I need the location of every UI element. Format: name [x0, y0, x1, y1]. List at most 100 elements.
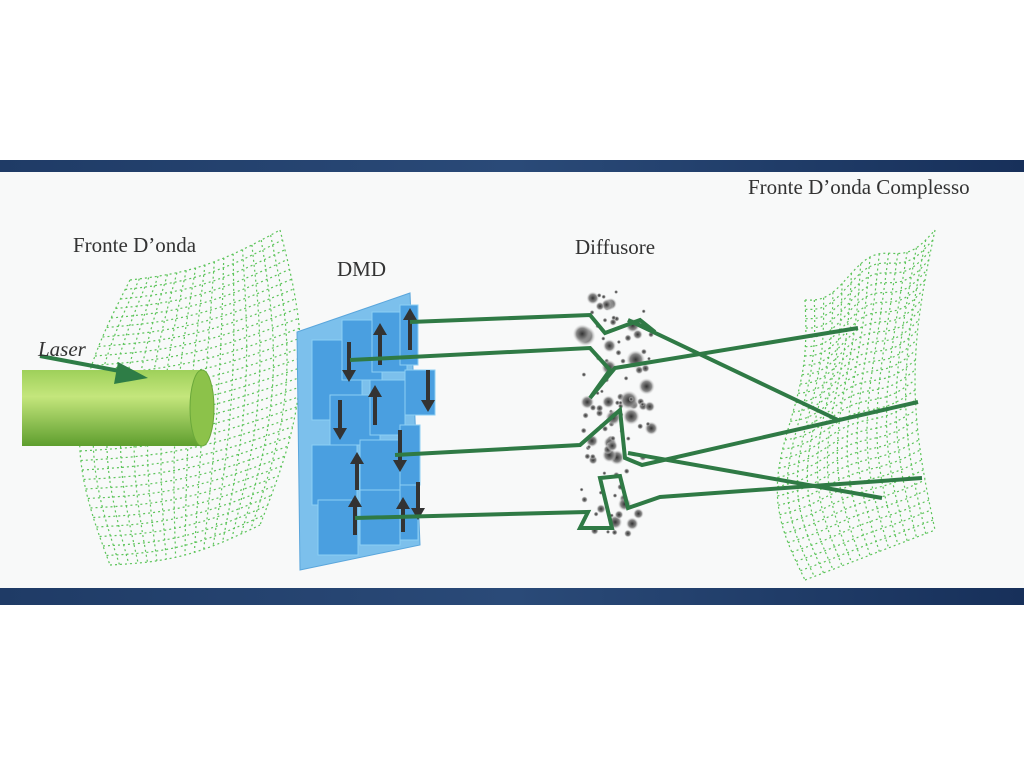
arrow-up-icon — [348, 495, 362, 535]
diffuser-particle — [632, 329, 643, 340]
arrow-up-icon — [368, 385, 382, 425]
diffuser-particle — [602, 317, 608, 323]
mesh-line — [125, 239, 283, 291]
light-path — [394, 400, 919, 468]
mesh-line — [93, 475, 279, 519]
diffuser-particle — [614, 400, 621, 406]
diffuser-particle — [637, 423, 644, 430]
diffuser-particle — [623, 468, 630, 475]
mesh-line — [231, 244, 261, 539]
mesh-line — [798, 329, 919, 394]
light-paths — [349, 312, 923, 530]
diffuser-particle — [581, 496, 588, 503]
mesh-line — [777, 419, 918, 478]
mesh-line — [106, 514, 265, 557]
diffuser-particle — [581, 372, 587, 377]
diffuser-particle — [614, 290, 619, 294]
diffuser-particle — [616, 339, 622, 345]
mesh-line — [212, 253, 235, 546]
diffuser-particle — [606, 440, 618, 452]
diffuser-particle — [620, 358, 626, 364]
mesh-line — [102, 288, 294, 338]
light-path — [354, 473, 923, 530]
diffuser-particle — [580, 427, 587, 434]
mesh-line — [102, 504, 268, 547]
light-path — [349, 326, 859, 400]
diffuser-particle — [602, 471, 607, 476]
mesh-line — [776, 299, 807, 581]
diffuser-particle — [589, 404, 597, 412]
diffuser-particle — [610, 435, 616, 442]
mesh-line — [778, 409, 917, 469]
diffuser-label: Diffusore — [575, 235, 655, 259]
mesh-line — [791, 499, 930, 553]
diffuser-particle — [624, 529, 632, 538]
arrow-down-icon — [411, 482, 425, 520]
mesh-line — [259, 229, 302, 526]
mesh-line — [795, 509, 932, 562]
diffuser-particle — [595, 301, 605, 311]
diffuser-particle — [596, 504, 606, 514]
mesh-line — [111, 268, 290, 319]
diffuser-particle — [611, 315, 617, 321]
mesh-line — [805, 249, 932, 320]
mesh-line — [804, 229, 936, 301]
mesh-line — [805, 259, 930, 329]
micromirror-tile — [311, 444, 358, 506]
arrow-up-icon — [403, 308, 417, 350]
diffuser-particle — [595, 404, 604, 413]
mesh-line — [806, 292, 834, 570]
mesh-line — [780, 399, 916, 460]
diffuser-particle — [633, 508, 644, 519]
mesh-line — [805, 239, 934, 310]
diffuser-particle — [584, 453, 591, 460]
diffuser-particle — [599, 389, 604, 394]
diffuser-particle — [638, 378, 655, 395]
arrow-down-icon — [421, 370, 435, 412]
mesh-line — [790, 359, 916, 422]
dmd-label: DMD — [337, 257, 386, 281]
mesh-line — [786, 299, 816, 577]
arrow-up-icon — [396, 497, 410, 532]
mesh-line — [91, 317, 299, 367]
light-path — [409, 312, 839, 422]
laser-arrow-icon — [39, 354, 148, 384]
mesh-line — [109, 524, 261, 566]
top-band — [0, 160, 1024, 172]
diffuser-particle — [640, 402, 645, 407]
diffuser-particle — [612, 493, 618, 498]
diffuser-particle — [602, 395, 615, 409]
mesh-line — [83, 435, 291, 481]
mesh-line — [129, 229, 281, 281]
mesh-line — [777, 429, 918, 488]
diffuser-particle — [596, 293, 602, 298]
mesh-line — [904, 239, 927, 534]
diffuser-particle — [644, 401, 655, 412]
light-path — [627, 451, 883, 500]
diffuser-particle — [605, 529, 611, 535]
mesh-line — [81, 426, 293, 471]
mesh-line — [804, 529, 936, 581]
diffuser-particle — [625, 517, 639, 530]
mesh-line — [90, 465, 282, 509]
wavefront-label: Fronte D’onda — [73, 233, 197, 257]
mesh-line — [106, 277, 150, 564]
mesh-line — [800, 319, 920, 385]
diffuser-particle — [628, 396, 634, 402]
dmd-device — [296, 292, 436, 571]
diffuser-particle — [635, 366, 644, 375]
bottom-band — [0, 588, 1024, 605]
diffuser-particle — [572, 324, 592, 344]
mesh-line — [876, 253, 899, 545]
arrow-down-icon — [333, 400, 347, 440]
diffuser-particle — [618, 400, 623, 405]
mesh-line — [800, 519, 934, 572]
diffuser-particle — [614, 510, 624, 520]
diffuser-particle — [582, 412, 589, 419]
mesh-line — [80, 416, 295, 462]
diffuser-particle — [641, 364, 650, 373]
diffuser-particle — [623, 375, 629, 381]
mesh-line — [885, 252, 908, 541]
mesh-line — [779, 459, 922, 516]
